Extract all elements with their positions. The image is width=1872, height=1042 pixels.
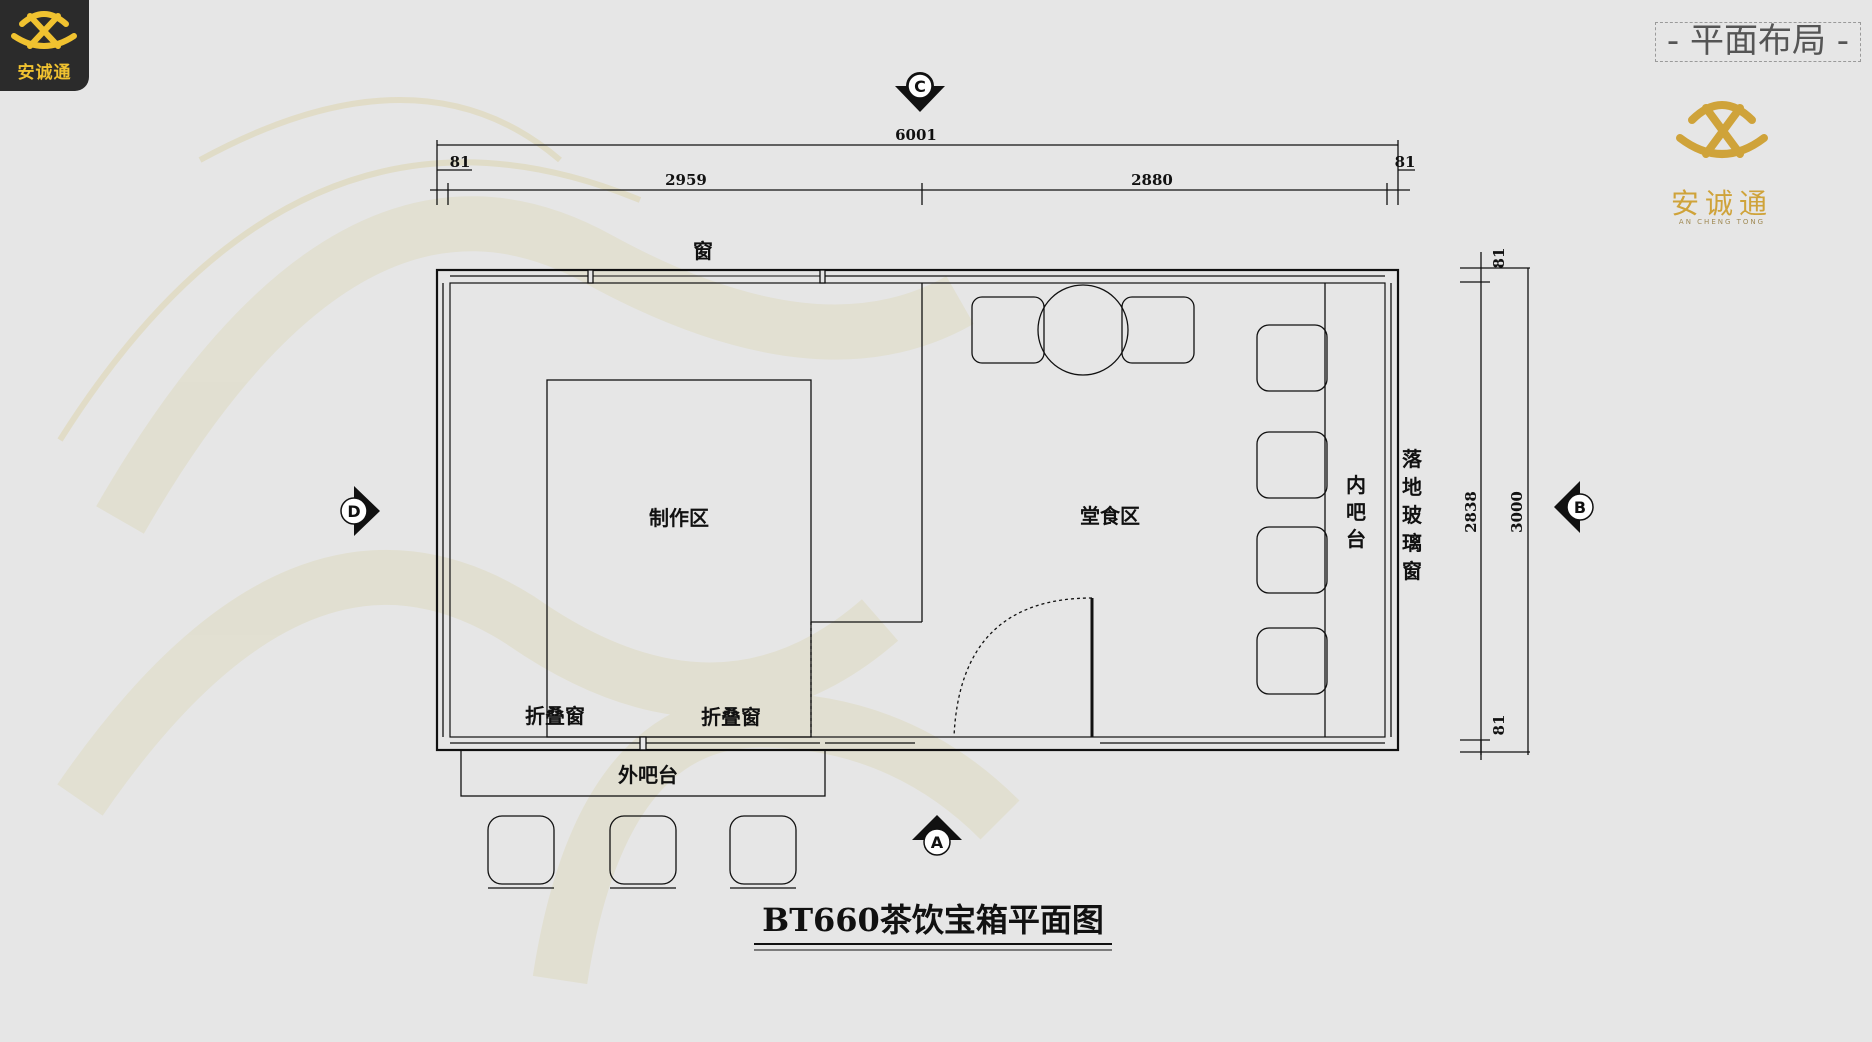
dim-right-span: 2880: [1131, 171, 1173, 189]
label-dining-zone: 堂食区: [1080, 504, 1140, 528]
dim-right-offset: 81: [1395, 153, 1416, 171]
marker-c-icon: C: [895, 72, 945, 112]
dim-inner-depth: 2838: [1462, 491, 1480, 533]
logo-text: 安诚通: [17, 63, 72, 83]
dim-left-span: 2959: [665, 171, 707, 189]
label-work-zone: 制作区: [649, 506, 709, 530]
dim-total-depth: 3000: [1508, 491, 1526, 533]
marker-a-label: A: [931, 833, 944, 852]
dim-left-offset: 81: [450, 153, 471, 171]
plan-title: BT660茶饮宝箱平面图: [762, 901, 1104, 939]
marker-c-label: C: [914, 77, 926, 96]
section-tag: - 平面布局 -: [1655, 22, 1861, 62]
dim-total-width: 6001: [895, 126, 937, 144]
brand-emblem-icon: [1676, 101, 1768, 158]
label-folding-window-1: 折叠窗: [525, 704, 585, 728]
label-glass-window: 落地玻璃窗: [1402, 447, 1423, 583]
marker-b-label: B: [1574, 498, 1586, 517]
company-logo: 安诚通: [0, 0, 89, 91]
brand-subtitle: AN CHENG TONG: [1678, 218, 1766, 226]
marker-b-icon: B: [1554, 481, 1594, 533]
dim-top-offset: 81: [1490, 248, 1508, 269]
label-inner-bar: 内吧台: [1346, 473, 1366, 551]
label-outer-bar: 外吧台: [618, 763, 678, 787]
label-window-top: 窗: [693, 239, 713, 263]
marker-d-icon: D: [340, 486, 380, 536]
marker-a-icon: A: [912, 815, 962, 856]
dim-bottom-offset: 81: [1490, 715, 1508, 736]
brand-name: 安诚通: [1670, 187, 1773, 220]
marker-d-label: D: [347, 502, 360, 521]
label-folding-window-2: 折叠窗: [701, 705, 761, 729]
logo-emblem-icon: [11, 11, 77, 49]
